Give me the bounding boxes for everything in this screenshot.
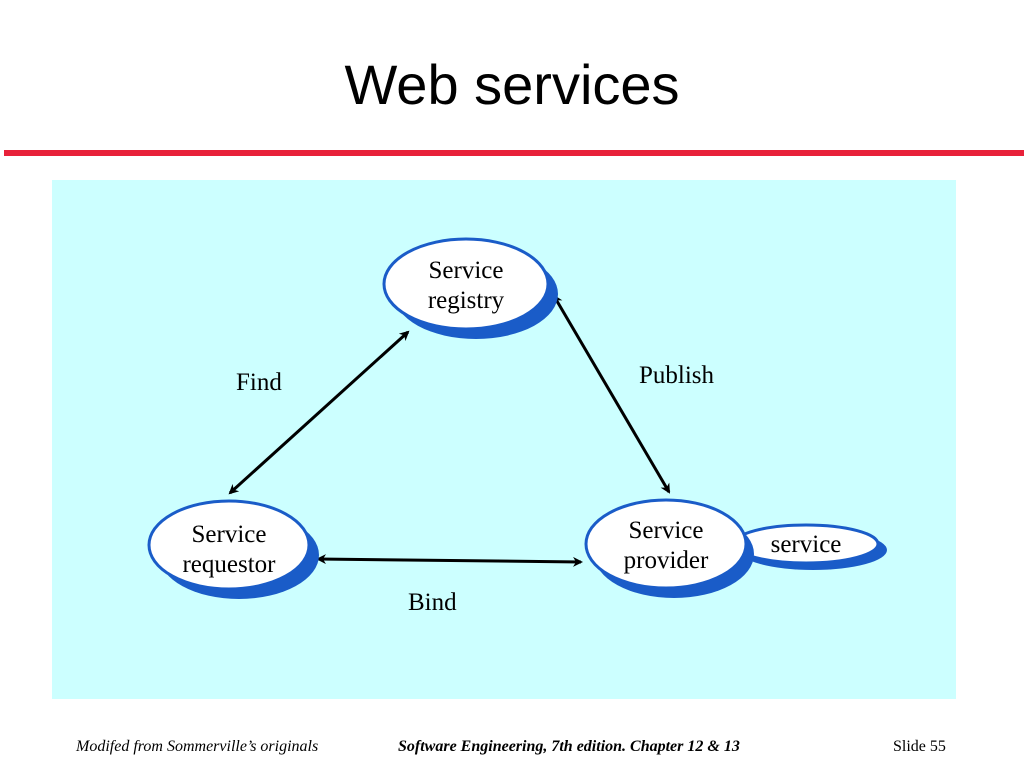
service-requestor-ellipse (147, 499, 311, 591)
slide-title: Web services (344, 53, 680, 116)
service-node: service (732, 523, 887, 570)
service-requestor-label-line1: Service (192, 521, 267, 548)
bind-arrow (316, 554, 583, 567)
bind-label: Bind (408, 589, 457, 616)
footer-slide-number: Slide 55 (893, 738, 946, 755)
diagram-panel: Find Publish Bind Service registry Servi… (52, 180, 956, 699)
service-requestor-node: Service requestor (147, 499, 319, 599)
service-registry-label-line2: registry (428, 287, 505, 314)
publish-arrow (552, 294, 671, 494)
find-arrow (228, 330, 410, 495)
web-services-diagram: Find Publish Bind Service registry Servi… (147, 237, 887, 616)
service-provider-label-line1: Service (629, 517, 704, 544)
service-registry-label-line1: Service (429, 257, 504, 284)
service-provider-label-line2: provider (624, 547, 709, 574)
publish-label: Publish (639, 362, 715, 389)
service-provider-ellipse (584, 498, 748, 590)
title-divider (4, 150, 1024, 156)
footer-book-title: Software Engineering, 7th edition. Chapt… (398, 738, 740, 755)
service-provider-node: Service provider (584, 498, 754, 598)
service-registry-ellipse (382, 237, 550, 331)
service-requestor-label-line2: requestor (182, 551, 276, 578)
service-registry-node: Service registry (382, 237, 558, 339)
service-label: service (771, 531, 842, 558)
footer-attribution: Modifed from Sommerville’s originals (76, 738, 319, 755)
find-label: Find (236, 369, 282, 396)
